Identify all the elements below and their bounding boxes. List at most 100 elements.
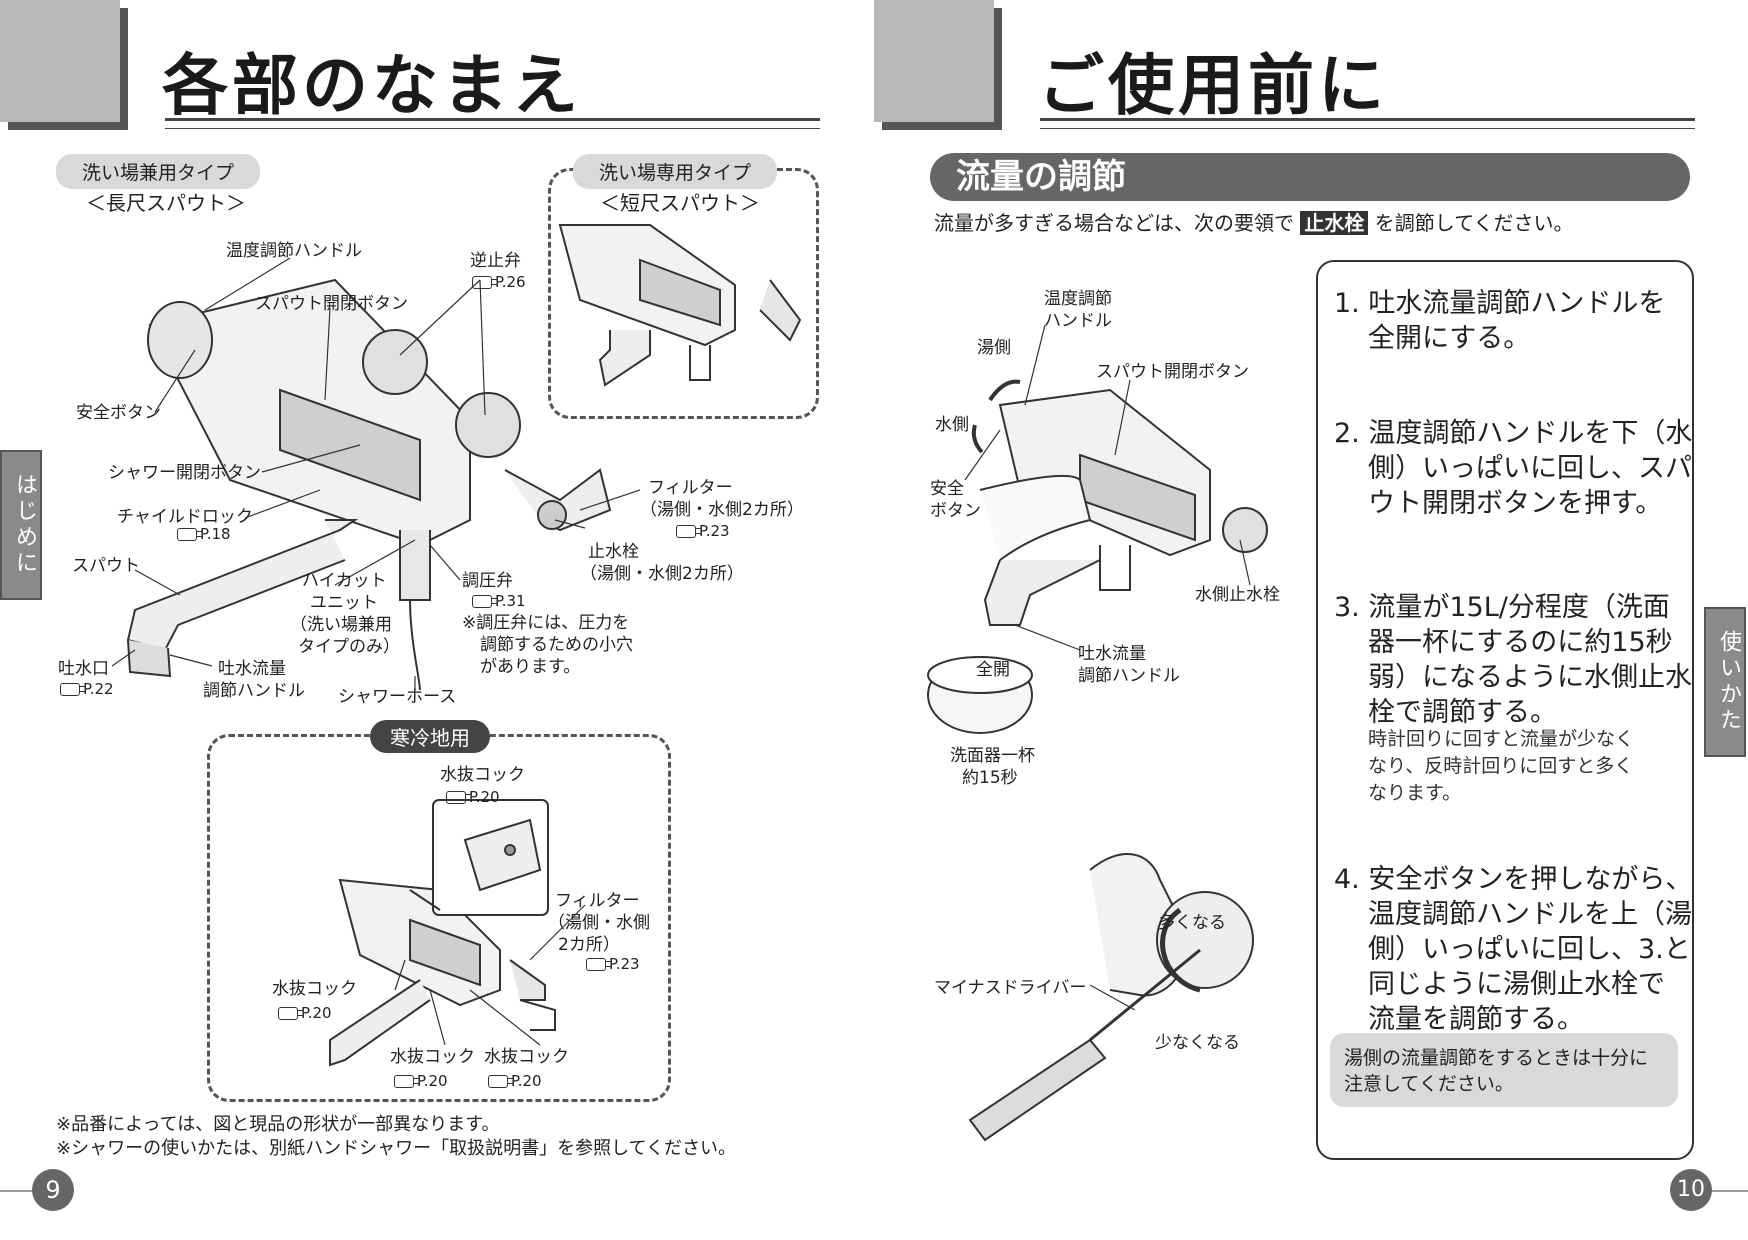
label-pressure-valve: 調圧弁: [462, 571, 513, 591]
pointing-hand-icon: [177, 528, 203, 541]
pointing-hand-icon: [472, 276, 498, 289]
label-filter-sub: （湯側・水側2カ所）: [640, 500, 804, 520]
pressure-note-2: 調節するための小穴: [480, 635, 633, 655]
label-flow-handle-2: 調節ハンドル: [203, 681, 305, 701]
label-cold-filter-sub-1: （湯側・水側: [548, 913, 650, 933]
r-label-screwdriver: マイナスドライバー: [934, 978, 1087, 998]
stop-valve-tag: 止水栓: [1300, 211, 1369, 235]
left-side-tab[interactable]: はじめに: [0, 450, 42, 600]
label-child-lock: チャイルドロック: [117, 507, 253, 527]
left-page-title: 各部のなまえ: [162, 47, 582, 124]
r-label-basin-2: 約15秒: [962, 768, 1018, 788]
r-label-more: 多くなる: [1158, 913, 1226, 933]
label-stop-valve-sub: （湯側・水側2カ所）: [580, 564, 744, 584]
label-safety-button: 安全ボタン: [76, 403, 161, 423]
intro-text: 流量が多すぎる場合などは、次の要領で 止水栓 を調節してください。: [934, 211, 1574, 235]
label-highcut-2: ユニット: [310, 593, 378, 613]
ref-child-lock: P.18: [177, 525, 231, 543]
right-title-rule: [1040, 118, 1695, 121]
left-footnote-1: ※品番によっては、図と現品の形状が一部異なります。: [56, 1114, 500, 1135]
label-stop-valve: 止水栓: [588, 542, 639, 562]
label-temp-handle: 温度調節ハンドル: [226, 241, 362, 261]
r-label-safety-2: ボタン: [930, 501, 981, 521]
ref-filter: P.23: [676, 522, 730, 540]
ref-outlet: P.22: [60, 680, 114, 698]
r-label-full-open: 全開: [976, 660, 1010, 680]
step-3: 3. 流量が15L/分程度（洗面 器一杯にするのに約15秒 弱）になるように水側…: [1334, 592, 1692, 728]
step-4: 4. 安全ボタンを押しながら、 温度調節ハンドルを上（湯 側）いっぱいに回し、3…: [1334, 864, 1693, 1035]
pointing-hand-icon: [60, 683, 86, 696]
r-label-cold-side: 水側: [935, 415, 969, 435]
ref-check-valve: P.26: [472, 273, 526, 291]
ref-drain-cock-inset: P.20: [446, 788, 500, 806]
cold-region-badge: 寒冷地用: [370, 720, 490, 753]
ref-pressure-valve: P.31: [472, 592, 526, 610]
steps-panel: [1316, 260, 1694, 1160]
label-drain-cock-mid: 水抜コック: [390, 1047, 475, 1067]
label-drain-cock-right: 水抜コック: [484, 1047, 569, 1067]
label-shower-button: シャワー開閉ボタン: [108, 463, 261, 483]
faucet-short-spout-drawing: [558, 224, 802, 387]
label-flow-handle-1: 吐水流量: [218, 659, 286, 679]
label-highcut-4: タイプのみ）: [298, 637, 400, 657]
faucet-cold-region-drawing: [329, 799, 556, 1067]
faucet-long-spout-drawing: [126, 278, 612, 691]
label-highcut-3: （洗い場兼用: [290, 615, 392, 635]
r-label-spout-button: スパウト開閉ボタン: [1096, 362, 1249, 382]
label-drain-cock-left: 水抜コック: [272, 979, 357, 999]
r-label-flow-handle-1: 吐水流量: [1078, 644, 1146, 664]
r-label-temp-handle-2: ハンドル: [1044, 311, 1112, 331]
warning-note: 湯側の流量調節をするときは十分に 注意してください。: [1330, 1033, 1678, 1107]
pointing-hand-icon: [446, 791, 472, 804]
pressure-note-1: ※調圧弁には、圧力を: [462, 613, 630, 633]
step-1: 1. 吐水流量調節ハンドルを 全開にする。: [1334, 288, 1666, 354]
pointing-hand-icon: [488, 1075, 514, 1088]
ref-cold-filter: P.23: [586, 955, 640, 973]
label-drain-cock-inset: 水抜コック: [440, 765, 525, 785]
label-shower-hose: シャワーホース: [338, 687, 457, 707]
label-cold-filter-sub-2: 2カ所）: [558, 935, 620, 955]
label-filter: フィルター: [648, 478, 733, 498]
spout-long-caption: ＜長尺スパウト＞: [86, 191, 246, 215]
ref-drain-cock-mid: P.20: [394, 1072, 448, 1090]
label-outlet: 吐水口: [58, 659, 109, 679]
pointing-hand-icon: [676, 525, 702, 538]
r-label-basin-1: 洗面器一杯: [950, 746, 1035, 766]
right-title-block: [874, 0, 1002, 130]
section-flow-adjust: 流量の調節: [930, 153, 1690, 201]
pointing-hand-icon: [278, 1007, 304, 1020]
pressure-note-3: があります。: [480, 657, 581, 677]
right-side-tab[interactable]: 使いかた: [1704, 607, 1746, 757]
r-label-less: 少なくなる: [1155, 1033, 1240, 1053]
label-highcut-1: ハイカット: [302, 571, 387, 591]
r-label-hot-side: 湯側: [977, 338, 1011, 358]
label-spout: スパウト: [72, 556, 140, 576]
screwdriver-drawing: [968, 853, 1254, 1142]
ref-drain-cock-left: P.20: [278, 1004, 332, 1022]
r-label-safety-1: 安全: [930, 479, 964, 499]
left-title-rule: [165, 118, 820, 121]
label-check-valve: 逆止弁: [470, 251, 521, 271]
left-title-block: [0, 0, 128, 130]
r-label-cold-stop-valve: 水側止水栓: [1195, 585, 1280, 605]
pointing-hand-icon: [472, 595, 498, 608]
leader-lines: [111, 257, 1251, 1046]
faucet-flow-adjust-drawing: [927, 388, 1268, 734]
right-page-line: [1706, 1190, 1748, 1192]
type-wash-pill: 洗い場兼用タイプ: [56, 154, 261, 189]
label-cold-filter: フィルター: [555, 891, 640, 911]
ref-drain-cock-right: P.20: [488, 1072, 542, 1090]
type-wash-only-pill: 洗い場専用タイプ: [573, 154, 778, 189]
left-footnote-2: ※シャワーの使いかたは、別紙ハンドシャワー「取扱説明書」を参照してください。: [56, 1138, 736, 1159]
right-page-title: ご使用前に: [1038, 47, 1388, 124]
r-label-flow-handle-2: 調節ハンドル: [1078, 666, 1180, 686]
left-page-line: [0, 1190, 40, 1192]
label-spout-button: スパウト開閉ボタン: [255, 294, 408, 314]
right-title-rule-thin: [1040, 128, 1695, 129]
spout-short-caption: ＜短尺スパウト＞: [600, 191, 760, 215]
left-title-rule-thin: [165, 128, 820, 129]
left-page-number: 9: [32, 1169, 74, 1211]
pointing-hand-icon: [394, 1075, 420, 1088]
step-2: 2. 温度調節ハンドルを下（水 側）いっぱいに回し、スパ ウト開閉ボタンを押す。: [1334, 418, 1693, 519]
